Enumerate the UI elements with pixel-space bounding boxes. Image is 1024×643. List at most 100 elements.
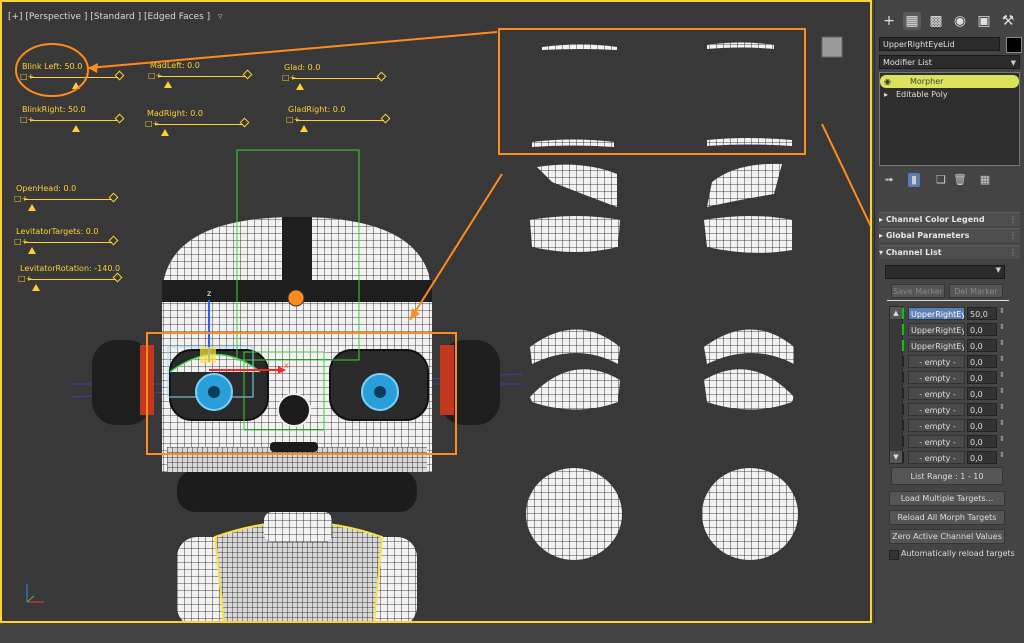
slider-track[interactable] [24, 199, 112, 200]
morph-slider-glad[interactable]: Glad: 0.0 □+ [282, 63, 397, 95]
channel-value-field[interactable]: 50,0 [967, 307, 997, 320]
stack-item-editable-poly[interactable]: ▸ Editable Poly [880, 88, 1019, 101]
morph-slider-levitator-rotation[interactable]: LevitatorRotation: -140.0 □+ [18, 264, 133, 296]
spinner-icon[interactable]: ⇕ [999, 355, 1005, 363]
display-icon[interactable]: ▣ [977, 13, 991, 29]
slider-knob-icon[interactable] [296, 83, 304, 90]
slider-handle-icon[interactable]: □+ [282, 73, 297, 82]
channel-value-field[interactable]: 0,0 [967, 451, 997, 464]
slider-knob-icon[interactable] [32, 284, 40, 291]
slider-track[interactable] [28, 279, 116, 280]
channel-row[interactable]: - empty - 0,0 ⇕ [902, 403, 1009, 417]
filter-icon[interactable]: ▿ [218, 12, 223, 22]
channel-value-field[interactable]: 0,0 [967, 339, 997, 352]
slider-track[interactable] [30, 120, 118, 121]
channel-value-field[interactable]: 0,0 [967, 419, 997, 432]
slider-handle-icon[interactable]: □+ [286, 115, 301, 124]
slider-track[interactable] [155, 124, 243, 125]
channel-name[interactable]: - empty - [908, 451, 965, 464]
create-icon[interactable]: + [883, 13, 895, 29]
spinner-icon[interactable]: ⇕ [999, 387, 1005, 395]
utilities-icon[interactable]: ⚒ [1001, 13, 1015, 29]
expand-arrow-icon[interactable]: ▸ [884, 90, 889, 99]
spinner-icon[interactable]: ⇕ [999, 451, 1005, 459]
spinner-icon[interactable]: ⇕ [999, 323, 1005, 331]
modify-icon[interactable]: ▦ [903, 12, 921, 30]
channel-value-field[interactable]: 0,0 [967, 387, 997, 400]
channel-name[interactable]: UpperRightEyeLi [908, 323, 965, 336]
slider-handle-icon[interactable]: □+ [14, 194, 29, 203]
rollout-global-parameters[interactable]: ▸ Global Parameters⋮ [879, 228, 1020, 242]
scroll-up-icon[interactable]: ▲ [890, 307, 902, 319]
stack-item-morpher[interactable]: ◉ Morpher [880, 75, 1019, 88]
scroll-down-icon[interactable]: ▼ [890, 451, 902, 463]
slider-track[interactable] [158, 76, 246, 77]
rollout-channel-list[interactable]: ▾ Channel List⋮ [879, 245, 1020, 259]
spinner-icon[interactable]: ⇕ [999, 339, 1005, 347]
spinner-icon[interactable]: ⇕ [999, 403, 1005, 411]
slider-track[interactable] [24, 242, 112, 243]
object-color-swatch[interactable] [1006, 37, 1022, 53]
scene-render[interactable]: z x [2, 2, 872, 623]
slider-track[interactable] [30, 77, 118, 78]
slider-knob-icon[interactable] [164, 81, 172, 88]
morph-slider-mad-right[interactable]: MadRight: 0.0 □+ [145, 109, 260, 141]
channel-name[interactable]: UpperRightEyeLi [908, 339, 965, 352]
morph-slider-blink-right[interactable]: BlinkRight: 50.0 □+ [20, 105, 135, 137]
hierarchy-icon[interactable]: ▩ [929, 13, 943, 29]
morph-slider-glad-right[interactable]: GladRight: 0.0 □+ [286, 105, 401, 137]
marker-dropdown[interactable]: ▼ [885, 265, 1005, 279]
motion-icon[interactable]: ◉ [953, 13, 967, 29]
channel-name[interactable]: - empty - [908, 419, 965, 432]
viewport-label[interactable]: [+] [Perspective ] [Standard ] [Edged Fa… [8, 12, 211, 22]
modifier-list-dropdown[interactable]: Modifier List ▼ [879, 55, 1020, 69]
slider-handle-icon[interactable]: □+ [20, 72, 35, 81]
channel-row[interactable]: - empty - 0,0 ⇕ [902, 355, 1009, 369]
reload-all-morph-targets-button[interactable]: Reload All Morph Targets [889, 510, 1005, 525]
auto-reload-checkbox[interactable] [889, 550, 899, 560]
channel-row[interactable]: - empty - 0,0 ⇕ [902, 435, 1009, 449]
save-marker-button[interactable]: Save Marker [891, 284, 945, 298]
show-end-result-icon[interactable]: ▮ [908, 173, 920, 187]
eye-icon[interactable]: ◉ [884, 77, 891, 86]
spinner-icon[interactable]: ⇕ [999, 371, 1005, 379]
slider-handle-icon[interactable]: □+ [145, 119, 160, 128]
object-name-field[interactable]: UpperRightEyeLid [879, 37, 1000, 51]
channel-scrollbar[interactable]: ▲ ▼ [889, 306, 903, 464]
slider-knob-icon[interactable] [28, 204, 36, 211]
channel-row[interactable]: - empty - 0,0 ⇕ [902, 419, 1009, 433]
remove-modifier-icon[interactable]: 🗑 [953, 173, 967, 186]
slider-track[interactable] [296, 120, 384, 121]
load-multiple-targets-button[interactable]: Load Multiple Targets... [889, 491, 1005, 506]
slider-knob-icon[interactable] [300, 125, 308, 132]
channel-row[interactable]: UpperRightEyeLi 0,0 ⇕ [902, 339, 1009, 353]
viewport-label-menu[interactable]: [+] [Perspective ] [Standard ] [Edged Fa… [8, 12, 223, 22]
spinner-icon[interactable]: ⇕ [999, 435, 1005, 443]
channel-value-field[interactable]: 0,0 [967, 355, 997, 368]
channel-name[interactable]: - empty - [908, 387, 965, 400]
viewport-perspective[interactable]: [+] [Perspective ] [Standard ] [Edged Fa… [0, 0, 872, 623]
pin-stack-icon[interactable]: ➟ [884, 173, 894, 186]
configure-sets-icon[interactable]: ▦ [979, 173, 991, 186]
channel-name[interactable]: - empty - [908, 435, 965, 448]
rollout-channel-color-legend[interactable]: ▸ Channel Color Legend⋮ [879, 212, 1020, 226]
channel-row[interactable]: - empty - 0,0 ⇕ [902, 387, 1009, 401]
spinner-icon[interactable]: ⇕ [999, 419, 1005, 427]
channel-name[interactable]: - empty - [908, 403, 965, 416]
del-marker-button[interactable]: Del Marker [949, 284, 1003, 298]
channel-value-field[interactable]: 0,0 [967, 403, 997, 416]
slider-handle-icon[interactable]: □+ [14, 237, 29, 246]
slider-knob-icon[interactable] [72, 125, 80, 132]
channel-value-field[interactable]: 0,0 [967, 435, 997, 448]
make-unique-icon[interactable]: ❑ [936, 173, 946, 186]
slider-handle-icon[interactable]: □+ [20, 115, 35, 124]
zero-active-channel-values-button[interactable]: Zero Active Channel Values [889, 529, 1005, 544]
morph-slider-levitator-targets[interactable]: LevitatorTargets: 0.0 □+ [14, 227, 129, 259]
slider-track[interactable] [292, 78, 380, 79]
channel-value-field[interactable]: 0,0 [967, 323, 997, 336]
channel-row[interactable]: UpperRightEyeLi 50,0 ⇕ [902, 307, 1009, 321]
slider-knob-icon[interactable] [72, 82, 80, 89]
slider-handle-icon[interactable]: □+ [148, 71, 163, 80]
channel-name[interactable]: - empty - [908, 371, 965, 384]
channel-name[interactable]: - empty - [908, 355, 965, 368]
